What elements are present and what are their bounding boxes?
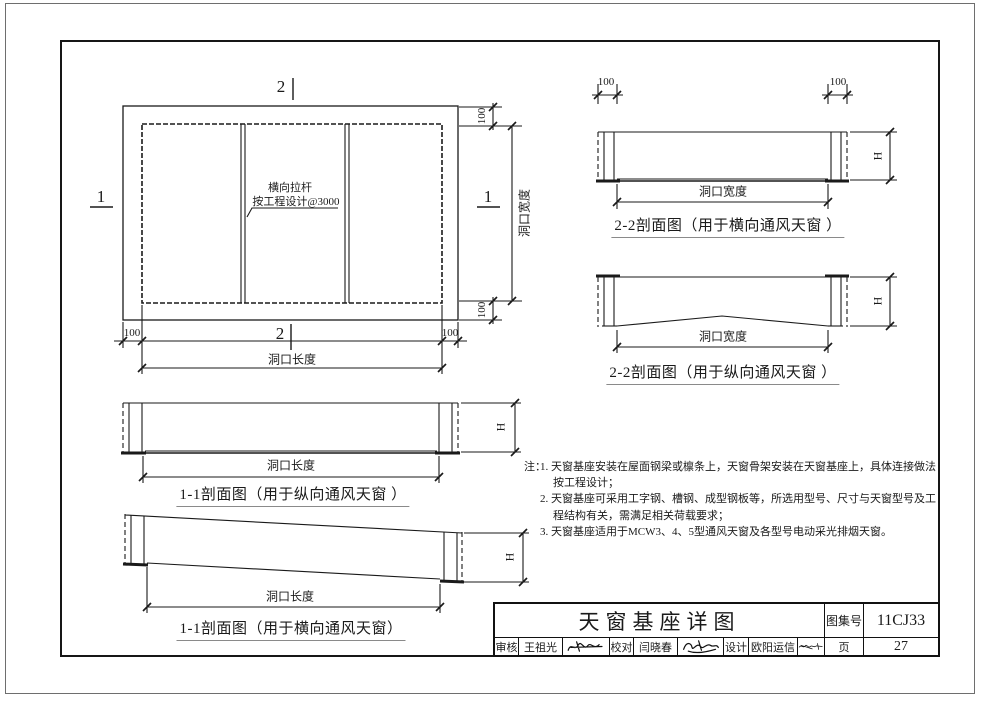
plan-dim-100-bottom-right: 100	[441, 327, 459, 339]
plan-section-mark-1-left: 1	[96, 187, 106, 206]
plan-dim-width-label: 洞口宽度	[517, 188, 532, 238]
note-item-1: 1. 天窗基座安装在屋面钢梁或檩条上，天窗骨架安装在天窗基座上，具体连接做法按工…	[540, 461, 936, 490]
s11t-height-label: H	[502, 552, 517, 562]
plan-view-linework	[90, 78, 522, 374]
s22l-span-label: 洞口宽度	[698, 329, 748, 344]
plan-dim-100-bottom-left: 100	[123, 327, 141, 339]
checker-signature-scribble	[683, 640, 719, 654]
drawing-title: 天窗基座详图	[495, 604, 825, 637]
title-block: 天窗基座详图 图集号 11CJ33 审核 王祖光 校对 闫晓春 设计 欧阳运信	[493, 602, 940, 657]
designer-name: 欧阳运信	[749, 638, 798, 655]
designer-signature	[798, 638, 825, 655]
s22t-dim-100-right: 100	[829, 76, 847, 88]
s22t-title: 2-2剖面图（用于横向通风天窗 ）	[611, 214, 845, 238]
title-block-row-title: 天窗基座详图 图集号 11CJ33	[495, 604, 938, 638]
plan-leader-label-line1: 横向拉杆	[268, 182, 312, 194]
s22t-dim-100-left: 100	[597, 76, 615, 88]
plan-section-mark-1-right: 1	[483, 187, 493, 206]
section-11-transverse-linework	[122, 514, 529, 613]
notes-label: 注：	[524, 461, 546, 473]
s11l-height-label: H	[493, 422, 508, 432]
note-item-2: 2. 天窗基座可采用工字钢、槽钢、成型钢板等，所选用型号、尺寸与天窗型号及工程结…	[540, 493, 936, 522]
sheet-outer-border	[5, 3, 975, 694]
plan-dim-100-top-right: 100	[476, 107, 488, 125]
s11l-title: 1-1剖面图（用于纵向通风天窗 ）	[176, 483, 410, 507]
s11t-span-label: 洞口长度	[265, 589, 315, 604]
reviewer-signature-scribble	[567, 641, 603, 652]
reviewer-label: 审核	[495, 638, 519, 655]
s11l-span-label: 洞口长度	[266, 458, 316, 473]
plan-leader-label-line2: 按工程设计@3000	[252, 196, 340, 208]
s11t-title: 1-1剖面图（用于横向通风天窗）	[176, 617, 406, 641]
plan-dim-100-bottom-right-side: 100	[476, 301, 488, 319]
reviewer-name: 王祖光	[519, 638, 563, 655]
checker-signature	[678, 638, 724, 655]
s22l-title: 2-2剖面图（用于纵向通风天窗 ）	[606, 361, 840, 385]
checker-label: 校对	[610, 638, 634, 655]
designer-label: 设计	[724, 638, 749, 655]
atlas-no-label: 图集号	[825, 604, 864, 637]
plan-section-mark-2-top: 2	[276, 77, 286, 96]
plan-dim-length-label: 洞口长度	[267, 352, 317, 367]
plan-section-mark-2-bottom: 2	[275, 324, 285, 343]
page-label: 页	[825, 638, 864, 655]
reviewer-signature	[563, 638, 610, 655]
section-11-longitudinal-linework	[121, 398, 521, 483]
s22t-span-label: 洞口宽度	[698, 184, 748, 199]
notes-block: 1. 天窗基座安装在屋面钢梁或檩条上，天窗骨架安装在天窗基座上，具体连接做法按工…	[540, 459, 940, 540]
leader-line	[246, 207, 338, 218]
checker-name: 闫晓春	[634, 638, 678, 655]
section-22-transverse-linework	[592, 84, 897, 209]
atlas-no-value: 11CJ33	[876, 611, 926, 629]
title-block-row-people: 审核 王祖光 校对 闫晓春 设计 欧阳运信 页 27	[495, 638, 938, 655]
page-no-value: 27	[894, 638, 908, 654]
s22t-height-label: H	[870, 151, 885, 161]
section-22-longitudinal-linework	[596, 272, 897, 353]
s22l-height-label: H	[870, 296, 885, 306]
note-item-3: 3. 天窗基座适用于MCW3、4、5型通风天窗及各型号电动采光排烟天窗。	[540, 525, 892, 538]
designer-signature-scribble	[798, 643, 823, 650]
